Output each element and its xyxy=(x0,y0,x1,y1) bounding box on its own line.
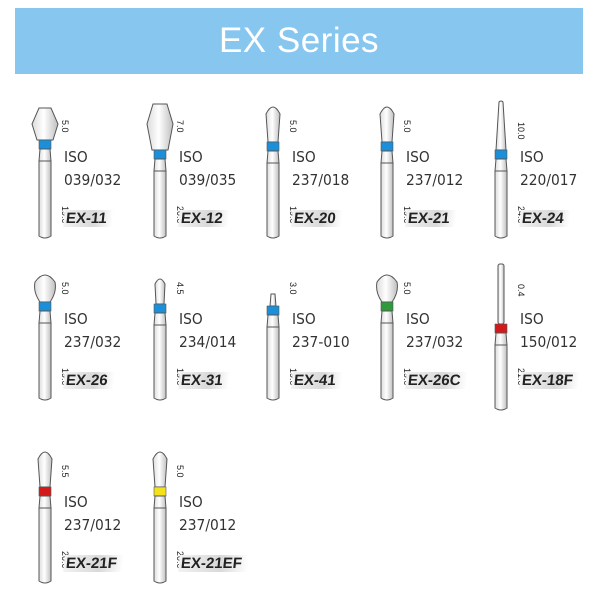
iso-code: 150/012 xyxy=(520,333,578,351)
iso-label: ISO xyxy=(520,310,544,328)
iso-code: 237/032 xyxy=(406,333,464,351)
series-title: EX Series xyxy=(218,21,380,60)
iso-label: ISO xyxy=(520,148,544,166)
model-number: EX-41 xyxy=(291,372,343,389)
iso-label: ISO xyxy=(64,148,88,166)
iso-code: 237/012 xyxy=(179,516,237,534)
head-length-label: 4.5 xyxy=(175,282,185,295)
iso-label: ISO xyxy=(64,310,88,328)
bur-drawing xyxy=(30,262,60,412)
model-number: EX-21F xyxy=(63,555,124,572)
iso-label: ISO xyxy=(406,310,430,328)
iso-code: 237/018 xyxy=(292,171,350,189)
bur-drawing xyxy=(258,262,288,412)
iso-code: 237/032 xyxy=(64,333,122,351)
head-length-label: 5.0 xyxy=(60,282,70,295)
iso-code: 039/032 xyxy=(64,171,122,189)
model-number: EX-26C xyxy=(405,372,468,389)
head-length-label: 3.0 xyxy=(288,282,298,295)
model-number: EX-21 xyxy=(405,210,457,227)
bur-drawing xyxy=(145,445,175,595)
bur-drawing xyxy=(486,100,516,250)
bur-drawing xyxy=(372,100,402,250)
head-length-label: 5.0 xyxy=(175,465,185,478)
iso-label: ISO xyxy=(292,148,316,166)
head-length-label: 0.4 xyxy=(516,284,526,297)
iso-code: 220/017 xyxy=(520,171,578,189)
bur-drawing xyxy=(145,100,175,250)
iso-label: ISO xyxy=(179,310,203,328)
bur-drawing xyxy=(145,262,175,412)
iso-label: ISO xyxy=(292,310,316,328)
head-length-label: 5.0 xyxy=(402,282,412,295)
model-number: EX-21EF xyxy=(178,555,249,572)
iso-code: 237/012 xyxy=(64,516,122,534)
head-length-label: 10.0 xyxy=(516,122,526,140)
model-number: EX-26 xyxy=(63,372,115,389)
iso-code: 039/035 xyxy=(179,171,237,189)
model-number: EX-31 xyxy=(178,372,230,389)
model-number: EX-18F xyxy=(519,372,580,389)
head-length-label: 7.0 xyxy=(175,120,185,133)
model-number: EX-11 xyxy=(63,210,114,227)
head-length-label: 5.0 xyxy=(288,120,298,133)
iso-label: ISO xyxy=(64,493,88,511)
bur-drawing xyxy=(30,100,60,250)
iso-code: 237-010 xyxy=(292,333,350,351)
series-header: EX Series xyxy=(15,8,583,74)
iso-code: 234/014 xyxy=(179,333,237,351)
model-number: EX-24 xyxy=(519,210,571,227)
bur-drawing xyxy=(372,262,402,412)
iso-label: ISO xyxy=(179,148,203,166)
head-length-label: 5.5 xyxy=(60,465,70,478)
iso-code: 237/012 xyxy=(406,171,464,189)
bur-drawing xyxy=(30,445,60,595)
iso-label: ISO xyxy=(179,493,203,511)
iso-label: ISO xyxy=(406,148,430,166)
bur-drawing xyxy=(486,262,516,412)
bur-drawing xyxy=(258,100,288,250)
head-length-label: 5.0 xyxy=(402,120,412,133)
model-number: EX-12 xyxy=(178,210,230,227)
model-number: EX-20 xyxy=(291,210,343,227)
head-length-label: 5.0 xyxy=(60,120,70,133)
